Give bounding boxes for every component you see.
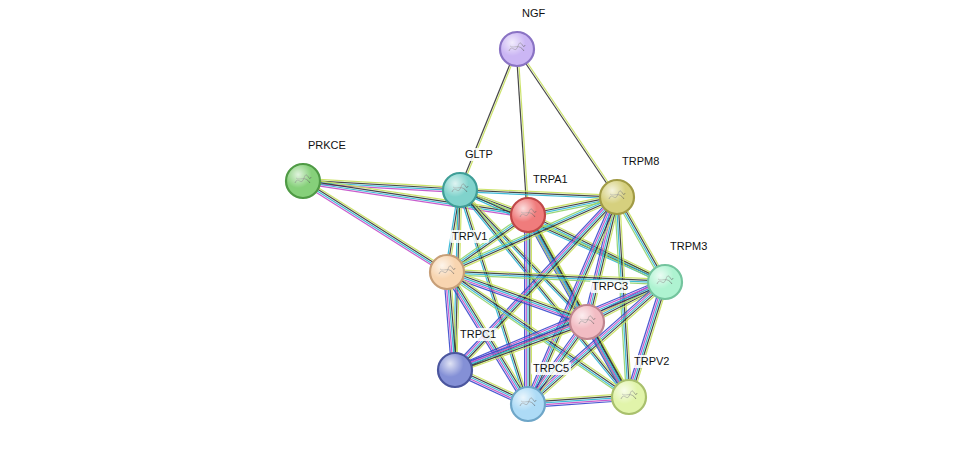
node-circle: [285, 163, 321, 199]
evidence-line: [470, 375, 514, 395]
evidence-line: [459, 283, 615, 390]
protein-node: TRPM3: [647, 264, 683, 300]
protein-node: TRPM8: [599, 179, 635, 215]
interaction-edge: [631, 296, 664, 382]
evidence-line: [319, 181, 512, 210]
evidence-line: [527, 231, 528, 388]
protein-node: TRPC1: [437, 352, 473, 388]
interaction-edge: [623, 210, 660, 270]
node-circle: [647, 264, 683, 300]
evidence-line: [461, 279, 571, 318]
evidence-line: [631, 296, 657, 380]
evidence-line: [541, 294, 654, 395]
evidence-line: [592, 338, 618, 385]
node-circle: [599, 179, 635, 215]
node-circle: [510, 386, 546, 422]
evidence-line: [469, 378, 513, 398]
evidence-line: [524, 231, 525, 388]
node-circle: [437, 352, 473, 388]
evidence-line: [318, 187, 435, 261]
node-label: TRPC3: [590, 280, 630, 293]
node-label: TRPV2: [632, 355, 671, 368]
protein-node: GLTP: [442, 172, 478, 208]
protein-node: TRPA1: [510, 197, 546, 233]
node-label: TRPA1: [531, 173, 570, 186]
evidence-line: [517, 65, 526, 199]
node-circle: [510, 197, 546, 233]
evidence-line: [596, 335, 622, 382]
node-label: TRPC5: [531, 362, 571, 375]
evidence-line: [476, 192, 601, 198]
evidence-line: [531, 210, 607, 388]
evidence-line: [635, 298, 661, 382]
protein-node: TRPV1: [429, 254, 465, 290]
evidence-line: [526, 231, 527, 388]
evidence-line: [519, 65, 528, 199]
node-label: TRPV1: [450, 230, 489, 243]
evidence-line: [593, 337, 619, 384]
evidence-line: [634, 297, 660, 381]
evidence-line: [542, 295, 655, 396]
node-circle: [499, 31, 535, 67]
node-label: TRPM3: [668, 240, 709, 253]
protein-node: PRKCE: [285, 163, 321, 199]
node-label: GLTP: [463, 148, 495, 161]
node-label: TRPC1: [458, 328, 498, 341]
node-label: TRPM8: [620, 155, 661, 168]
node-circle: [429, 254, 465, 290]
evidence-line: [468, 380, 512, 400]
evidence-line: [315, 192, 432, 266]
interaction-edge: [445, 288, 457, 355]
protein-node: TRPV2: [611, 379, 647, 415]
evidence-line: [544, 401, 613, 406]
interaction-edge: [461, 274, 573, 320]
evidence-line: [595, 336, 621, 383]
interaction-edge: [517, 65, 528, 199]
evidence-line: [627, 210, 659, 267]
protein-node: TRPC3: [569, 304, 605, 340]
evidence-line: [316, 190, 433, 264]
interaction-edge: [476, 189, 601, 198]
evidence-line: [470, 288, 650, 364]
evidence-line: [535, 333, 575, 389]
node-label: PRKCE: [306, 139, 348, 152]
interaction-edge: [592, 334, 624, 384]
interaction-edge: [468, 374, 515, 401]
interaction-edge: [459, 222, 517, 265]
protein-node: TRPC5: [510, 386, 546, 422]
node-circle: [611, 379, 647, 415]
interaction-edge: [525, 62, 608, 184]
node-circle: [442, 172, 478, 208]
evidence-line: [637, 298, 663, 382]
evidence-line: [470, 377, 514, 397]
node-label: NGF: [520, 7, 547, 20]
protein-node: NGF: [499, 31, 535, 67]
evidence-line: [317, 189, 434, 263]
node-circle: [569, 304, 605, 340]
interaction-edge: [459, 279, 618, 390]
evidence-line: [527, 62, 609, 183]
evidence-line: [626, 211, 658, 268]
interaction-edge: [315, 187, 435, 265]
evidence-line: [445, 288, 450, 354]
evidence-line: [598, 334, 624, 381]
evidence-line: [525, 63, 607, 184]
evidence-line: [624, 211, 656, 268]
interaction-edge: [544, 395, 614, 407]
evidence-line: [632, 297, 658, 381]
evidence-line: [623, 212, 655, 269]
